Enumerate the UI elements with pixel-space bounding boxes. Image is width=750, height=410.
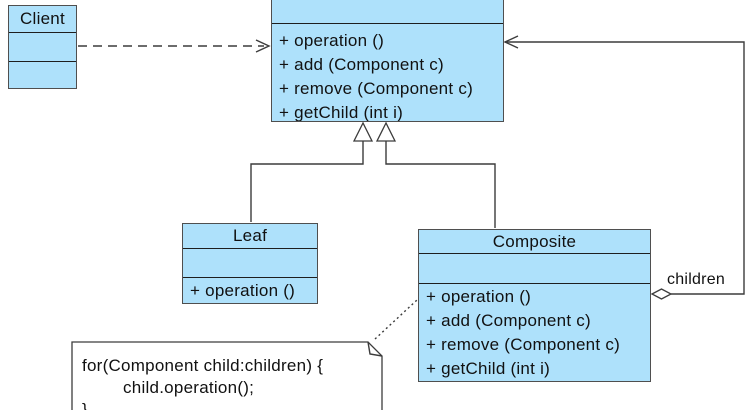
component-class-title: [272, 0, 503, 24]
note-code-line: }: [82, 400, 88, 410]
composite-class-box: Composite + operation () + add (Componen…: [418, 229, 651, 382]
code-note: for(Component child:children) { child.op…: [82, 355, 323, 410]
method-label: + add (Component c): [426, 311, 591, 330]
composite-generalization-arrow: [375, 121, 496, 228]
note-code-line: child.operation();: [123, 378, 255, 397]
leaf-class-box: Leaf + operation (): [182, 223, 318, 304]
note-code-line: for(Component child:children) {: [82, 356, 324, 375]
note-fold-icon: [367, 341, 383, 357]
method-label: + getChild (int i): [279, 103, 404, 121]
composite-class-title: Composite: [419, 230, 650, 254]
composite-component-association: [503, 35, 745, 300]
leaf-methods-compartment: + operation (): [183, 278, 317, 303]
note-anchor-line: [374, 299, 418, 340]
class-name-label: Client: [20, 9, 65, 28]
method-label: + operation (): [190, 281, 296, 300]
client-methods-compartment: [9, 62, 76, 88]
component-methods-compartment: + operation () + add (Component c) + rem…: [272, 24, 503, 121]
aggregation-diamond-icon: [650, 288, 673, 300]
class-name-label: Composite: [492, 231, 577, 251]
leaf-generalization-arrow: [250, 121, 374, 222]
composite-attributes-compartment: [419, 254, 650, 284]
client-dependency-arrow: [78, 39, 271, 53]
class-name-label: Leaf: [232, 226, 268, 245]
composite-methods-compartment: + operation () + add (Component c) + rem…: [419, 284, 650, 381]
leaf-class-title: Leaf: [183, 224, 317, 249]
method-label: + operation (): [426, 287, 532, 306]
client-class-title: Client: [9, 6, 76, 33]
hollow-triangle-icon: [375, 121, 397, 142]
component-class-box: + operation () + add (Component c) + rem…: [271, 0, 504, 122]
hollow-triangle-icon: [352, 121, 374, 142]
association-label-children: children: [667, 271, 726, 288]
method-label: + remove (Component c): [279, 79, 473, 98]
method-label: + add (Component c): [279, 55, 444, 74]
leaf-attributes-compartment: [183, 249, 317, 278]
method-label: + operation (): [279, 31, 385, 50]
client-attributes-compartment: [9, 33, 76, 62]
note-shape: [71, 341, 383, 410]
method-label: + remove (Component c): [426, 335, 620, 354]
client-class-box: Client: [8, 5, 77, 89]
method-label: + getChild (int i): [426, 359, 551, 378]
